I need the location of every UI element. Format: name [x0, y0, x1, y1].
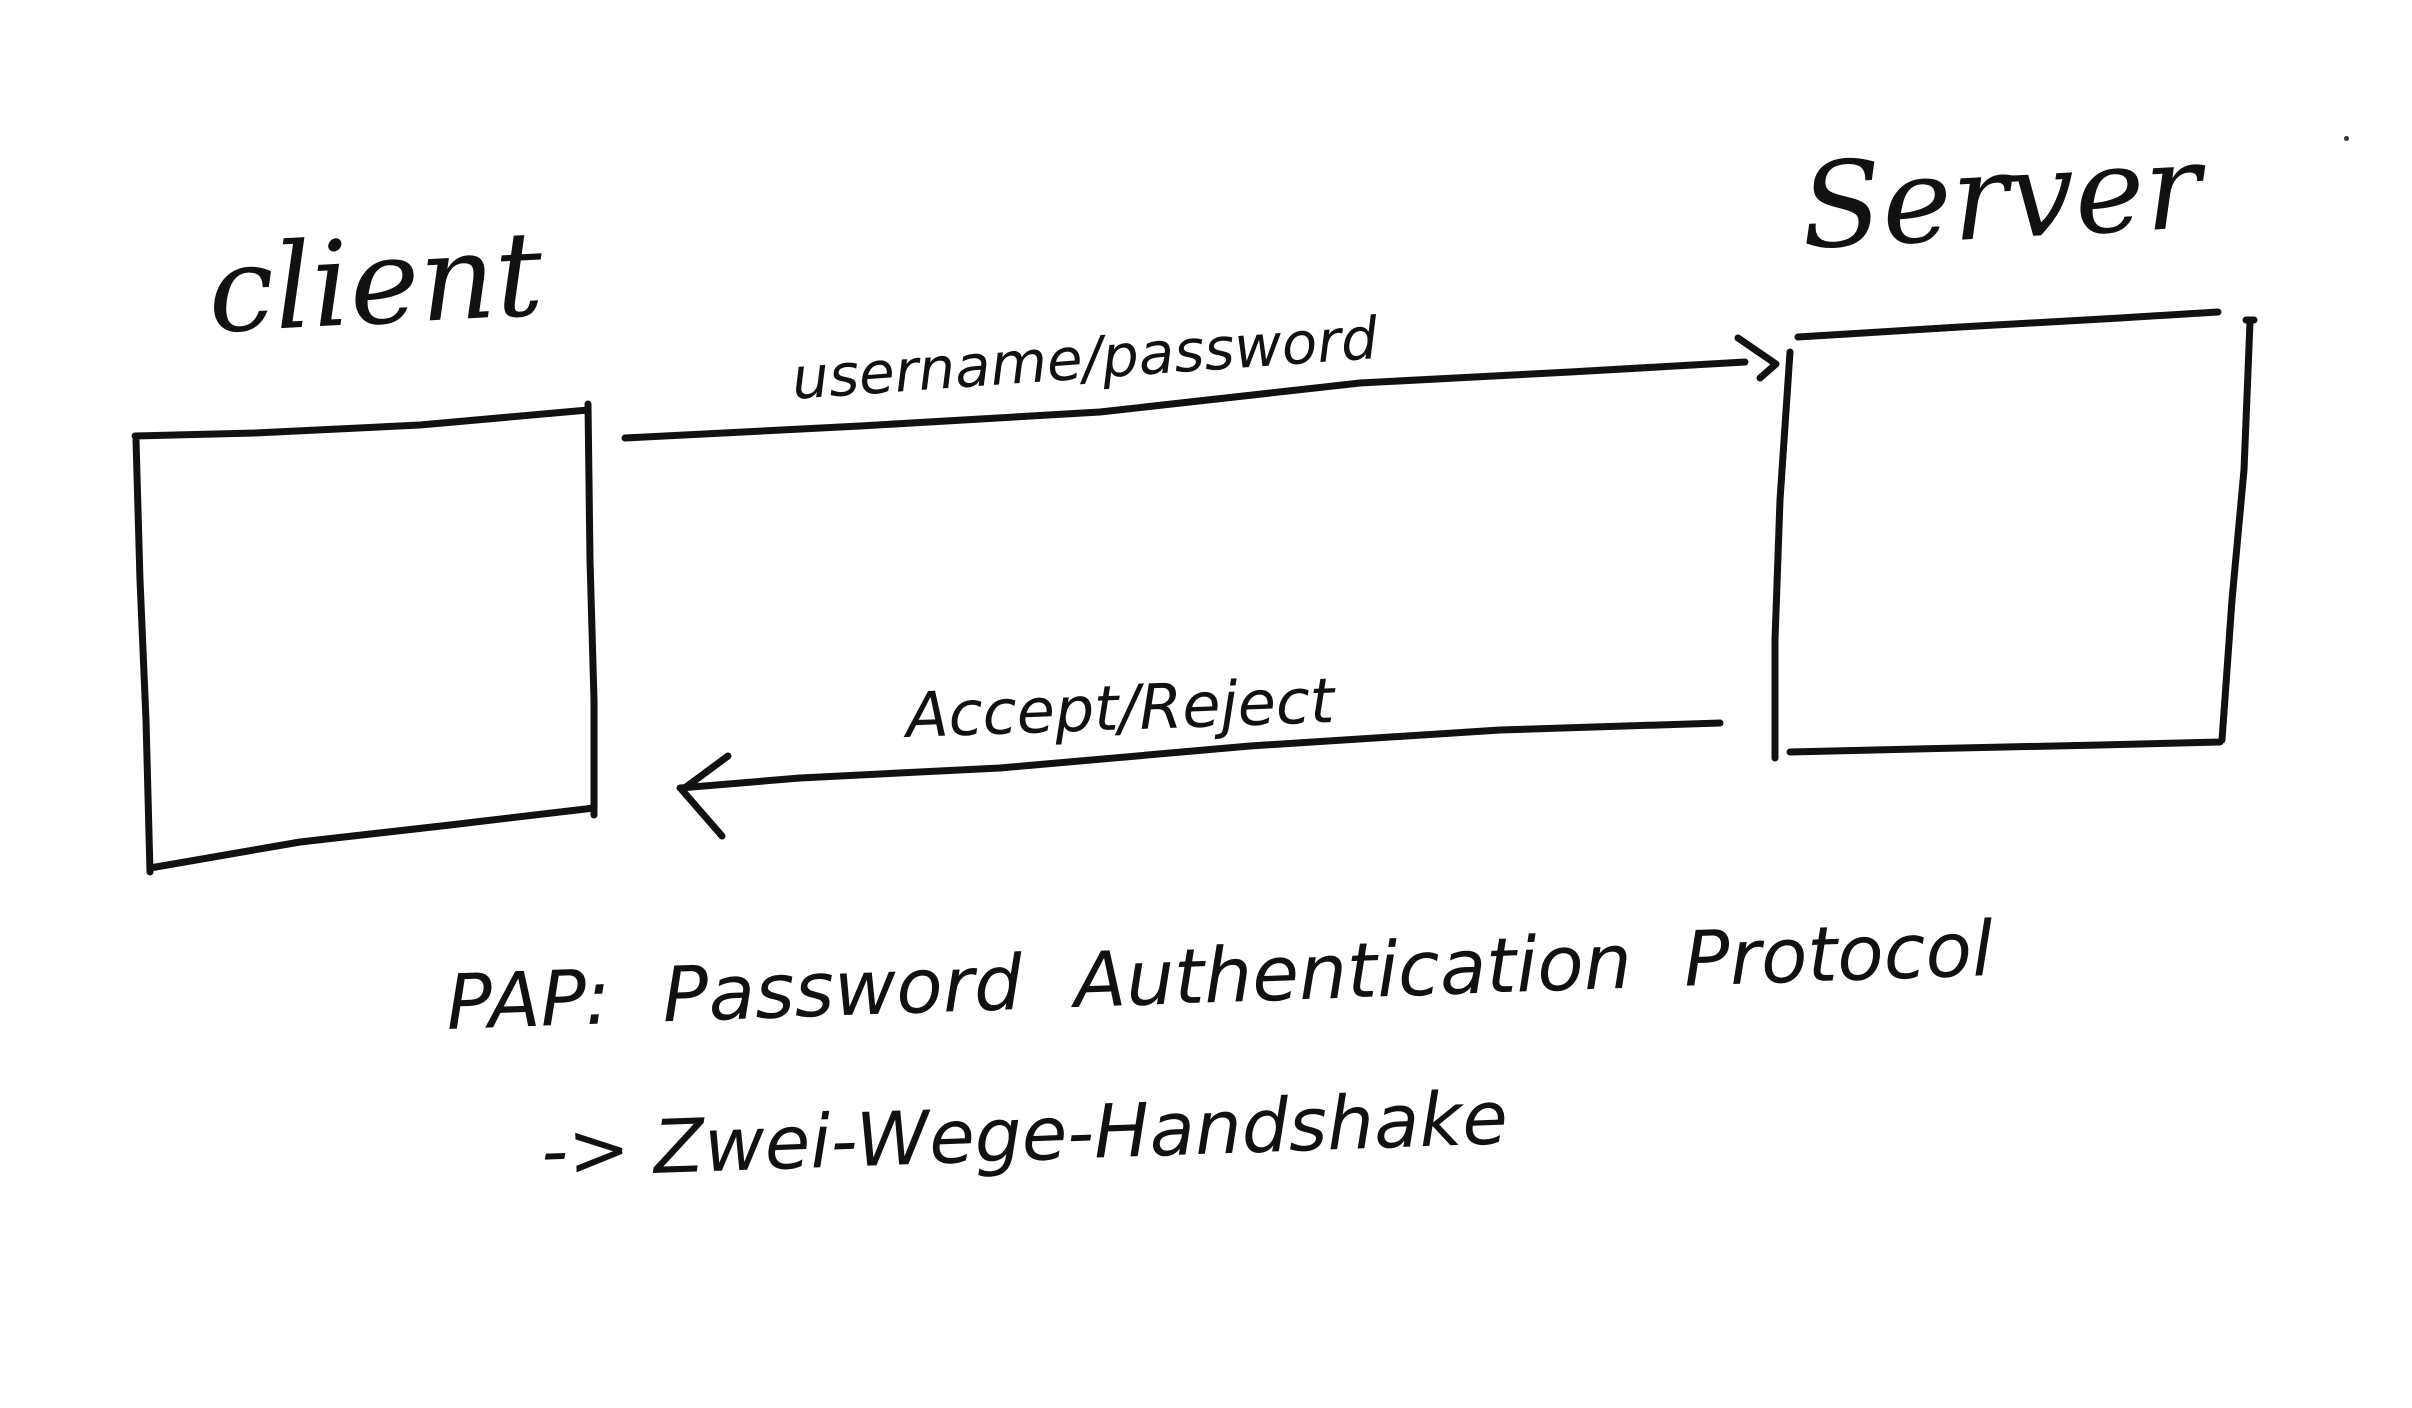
server-box — [1771, 308, 2258, 762]
client-label: client — [204, 204, 547, 360]
response-arrow — [676, 719, 1724, 792]
request-arrowhead — [1734, 334, 1780, 382]
response-label: Accept/Reject — [904, 664, 1336, 752]
stray-ink-dot — [2344, 136, 2349, 141]
response-arrowhead — [678, 752, 732, 840]
server-label: Server — [1797, 117, 2205, 276]
request-arrow — [621, 358, 1749, 442]
client-box — [131, 400, 598, 876]
